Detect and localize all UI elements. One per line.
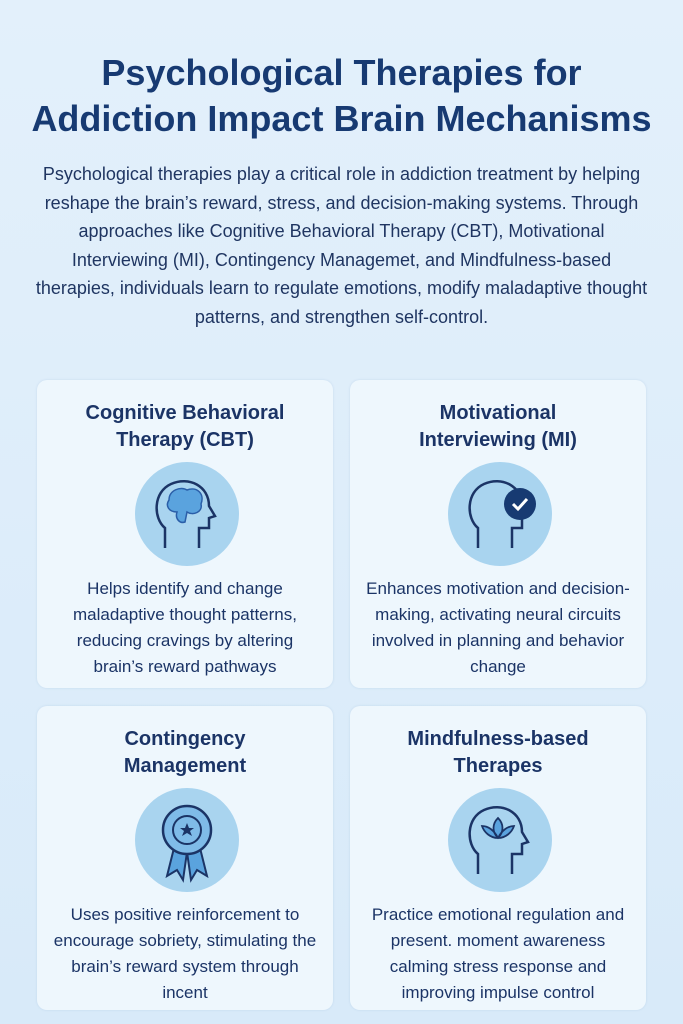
award-ribbon-icon — [135, 788, 239, 892]
card-title: Mindfulness-based Therapes — [407, 728, 589, 777]
card-title: Motivational Interviewing (MI) — [419, 402, 577, 451]
page-title: Psychological Therapies for Addiction Im… — [0, 50, 683, 142]
intro-paragraph: Psychological therapies play a critical … — [35, 164, 648, 327]
title-line-2: Addiction Impact Brain Mechanisms — [31, 98, 652, 139]
card-mi: Motivational Interviewing (MI) Enhances … — [350, 380, 646, 688]
title-line-1: Psychological Therapies for — [101, 52, 582, 93]
card-mindfulness: Mindfulness-based Therapes Practice emot… — [350, 706, 646, 1010]
card-description: Uses positive reinforcement to encourage… — [53, 905, 317, 1002]
card-description: Practice emotional regulation and presen… — [371, 905, 625, 1002]
card-description: Helps identify and change maladaptive th… — [73, 579, 297, 676]
card-cbt: Cognitive Behavioral Therapy (CBT) Helps… — [37, 380, 333, 688]
head-lotus-icon — [448, 788, 552, 892]
card-title: Contingency Management — [123, 728, 247, 777]
card-description: Enhances motivation and decision-making,… — [366, 579, 630, 676]
head-brain-icon — [135, 462, 239, 566]
card-title: Cognitive Behavioral Therapy (CBT) — [85, 402, 285, 451]
head-checkmark-icon — [448, 462, 552, 566]
card-contingency: Contingency Management Uses positive rei… — [37, 706, 333, 1010]
